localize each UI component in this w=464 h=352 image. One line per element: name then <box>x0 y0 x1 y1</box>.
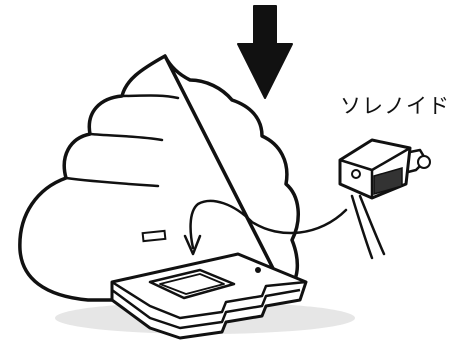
solenoid-icon <box>340 140 430 258</box>
solenoid-wire <box>360 196 384 254</box>
motion-arrow-line <box>191 201 346 248</box>
poop-contour-line <box>66 178 158 186</box>
solenoid-wire <box>352 196 372 258</box>
poop-contour-line <box>90 134 162 140</box>
poop-contour-line <box>122 96 178 99</box>
solenoid-label: ソレノイド <box>340 90 450 120</box>
slot-mark <box>143 231 166 241</box>
down-arrow-icon <box>238 6 292 98</box>
